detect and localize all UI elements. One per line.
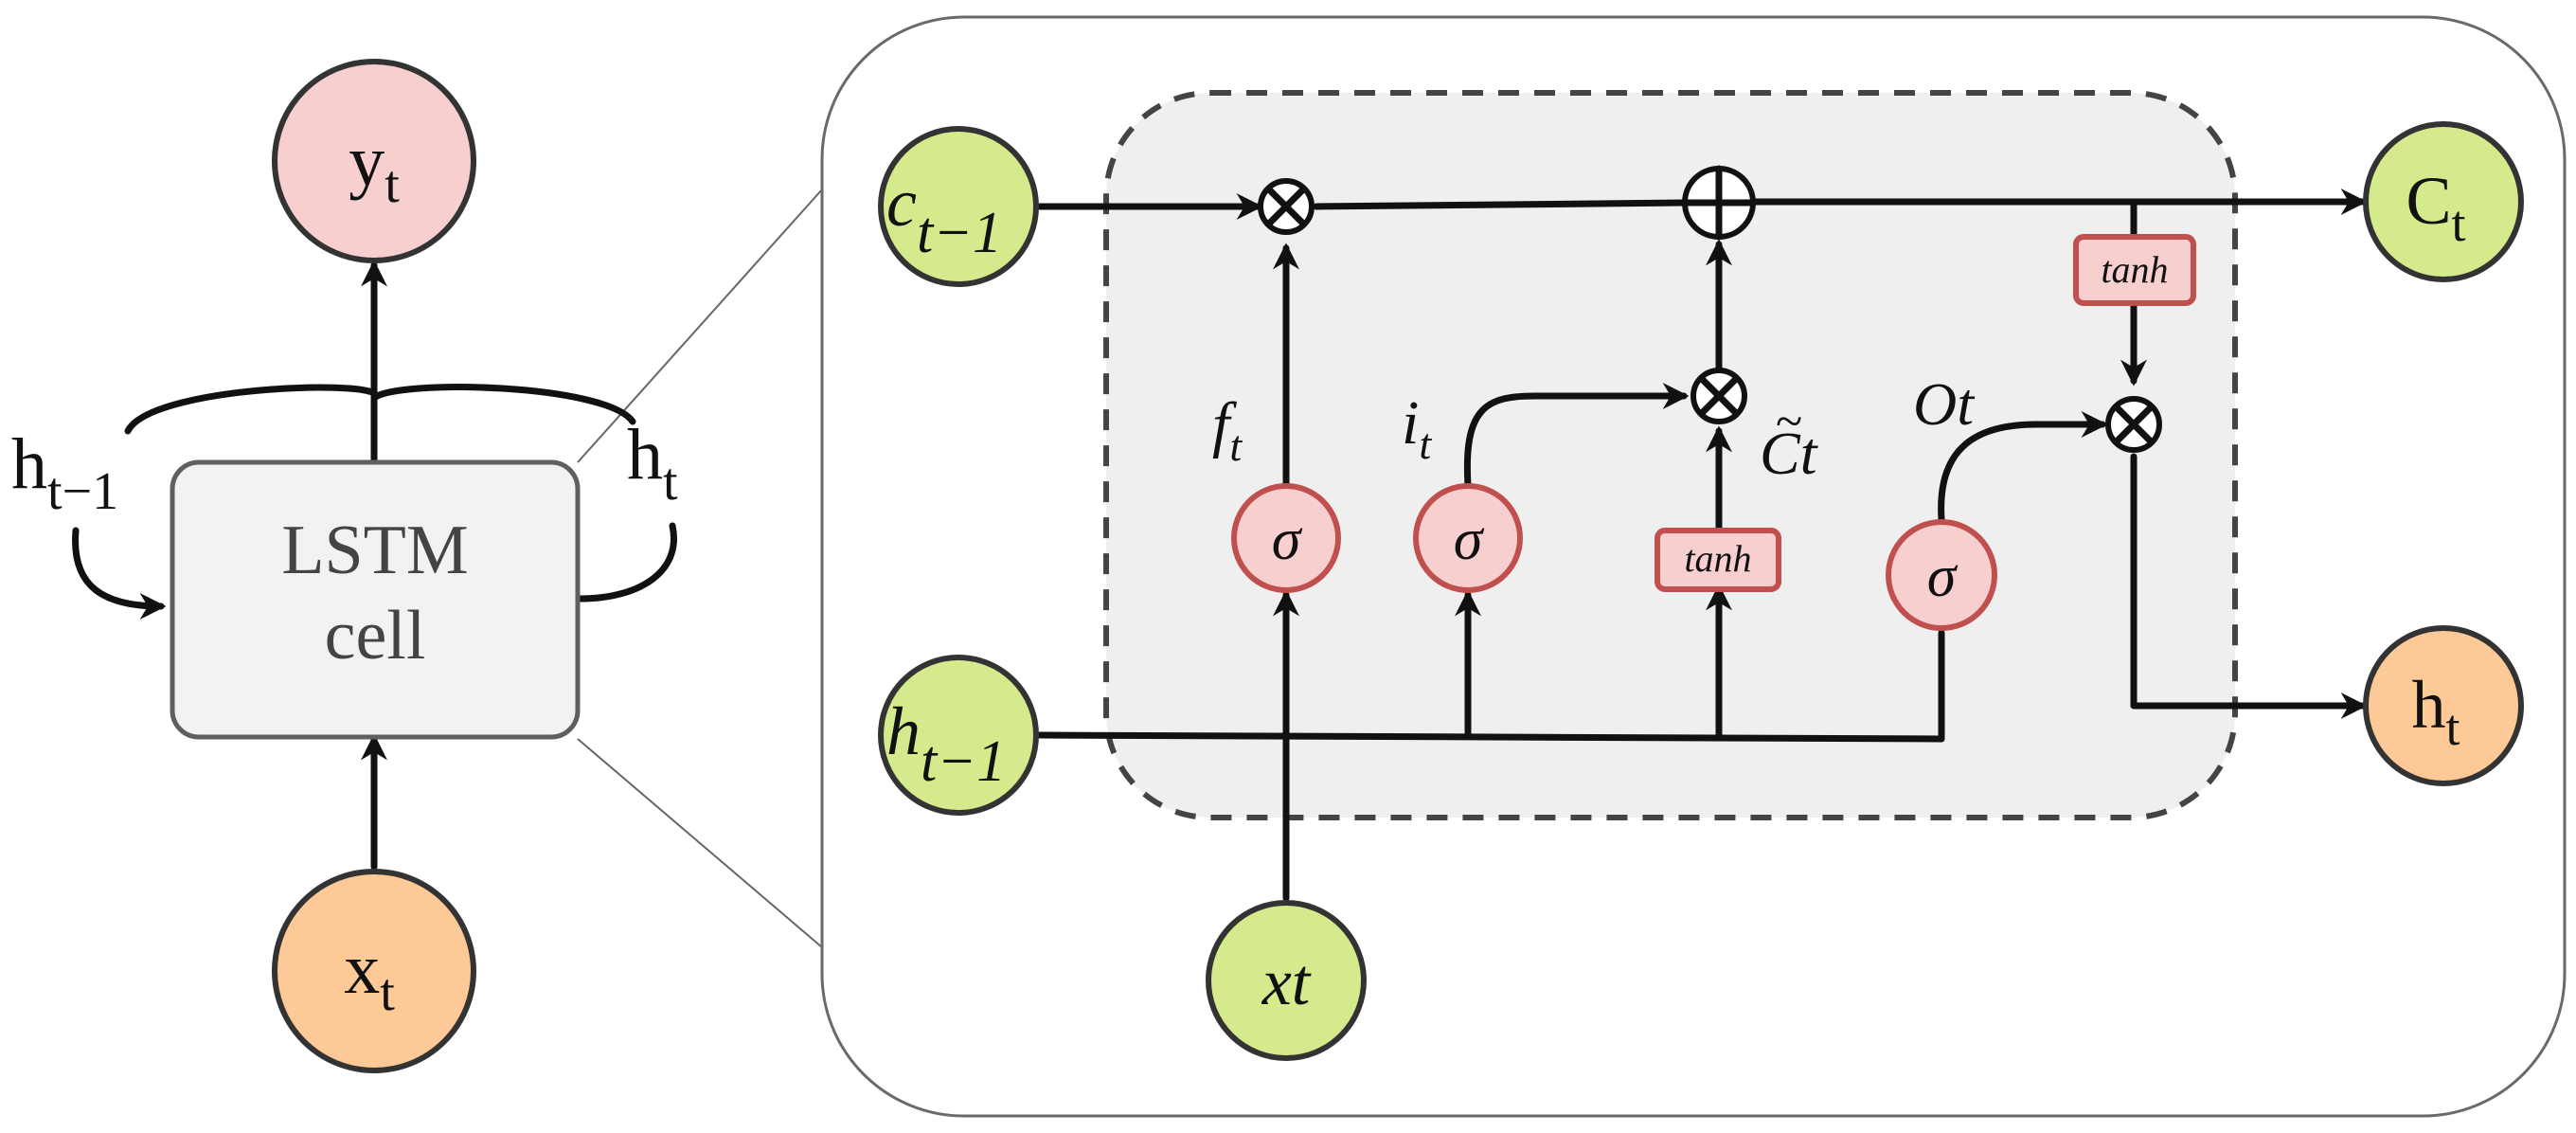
- hidden-output-node: ht: [2363, 625, 2524, 786]
- svg-text:tanh: tanh: [1684, 537, 1751, 580]
- cell-boundary: [1103, 90, 2238, 820]
- mult-to-ht: [2130, 453, 2368, 719]
- cell-state-output-node: Ct: [2363, 121, 2524, 282]
- cell-state-mid: [1313, 199, 1691, 210]
- candidate-tanh: tanh: [1655, 528, 1781, 592]
- next-hidden-label: ht: [627, 415, 678, 512]
- svg-text:Ct: Ct: [1760, 420, 1819, 487]
- output-gate-label: Ot: [1913, 370, 1976, 438]
- svg-text:σ: σ: [1927, 545, 1959, 609]
- recurrent-arc: [124, 384, 636, 435]
- zoom-connector-bottom: [577, 738, 823, 948]
- output-gate-to-mult: [1938, 411, 2108, 523]
- compact-lstm-view: LSTM cell yt xt ht−1 ht: [11, 59, 823, 1073]
- svg-text:Ct: Ct: [2406, 163, 2465, 252]
- output-tanh: tanh: [2073, 234, 2196, 306]
- cell-add-op: [1681, 165, 1757, 241]
- prev-hidden-label: ht−1: [11, 424, 118, 521]
- input-multiply-op: [1690, 368, 1747, 424]
- svg-text:~: ~: [1776, 395, 1802, 449]
- svg-text:ct−1: ct−1: [886, 165, 1002, 265]
- svg-text:ht−1: ht−1: [886, 693, 1006, 794]
- detailed-lstm-view: σ σ σ tanh tanh ft it ~ Ct Ot ct−: [820, 15, 2567, 1118]
- output-node: [272, 59, 476, 263]
- output-node-label: yt: [349, 121, 400, 214]
- hidden-in-curve: [72, 527, 167, 620]
- cell-label-line1: LSTM: [281, 512, 468, 589]
- svg-text:tanh: tanh: [2101, 248, 2168, 291]
- current-input-node: xt: [1206, 900, 1367, 1061]
- forget-gate-sigma: σ: [1231, 483, 1341, 593]
- input-gate-sigma: σ: [1413, 483, 1523, 593]
- output-gate-sigma: σ: [1886, 519, 1997, 631]
- input-node: [272, 869, 476, 1073]
- cell-label-line2: cell: [325, 597, 426, 674]
- svg-text:xt: xt: [1261, 946, 1312, 1019]
- forget-multiply-op: [1258, 178, 1315, 235]
- candidate-label: ~ Ct: [1760, 395, 1819, 487]
- lstm-cell-box: [170, 459, 581, 740]
- svg-text:σ: σ: [1272, 508, 1303, 572]
- hidden-out-curve: [576, 522, 677, 602]
- prev-hidden-bus: [1036, 629, 1945, 743]
- svg-text:ht: ht: [2411, 667, 2460, 756]
- prev-cell-node: ct−1: [878, 126, 1039, 287]
- input-gate-label: it: [1402, 388, 1432, 468]
- svg-text:σ: σ: [1454, 508, 1485, 572]
- prev-hidden-node: ht−1: [878, 655, 1039, 816]
- output-multiply-op: [2105, 396, 2162, 453]
- input-node-label: xt: [344, 929, 395, 1022]
- input-gate-to-mult: [1463, 383, 1690, 489]
- zoom-connector-top: [577, 189, 823, 463]
